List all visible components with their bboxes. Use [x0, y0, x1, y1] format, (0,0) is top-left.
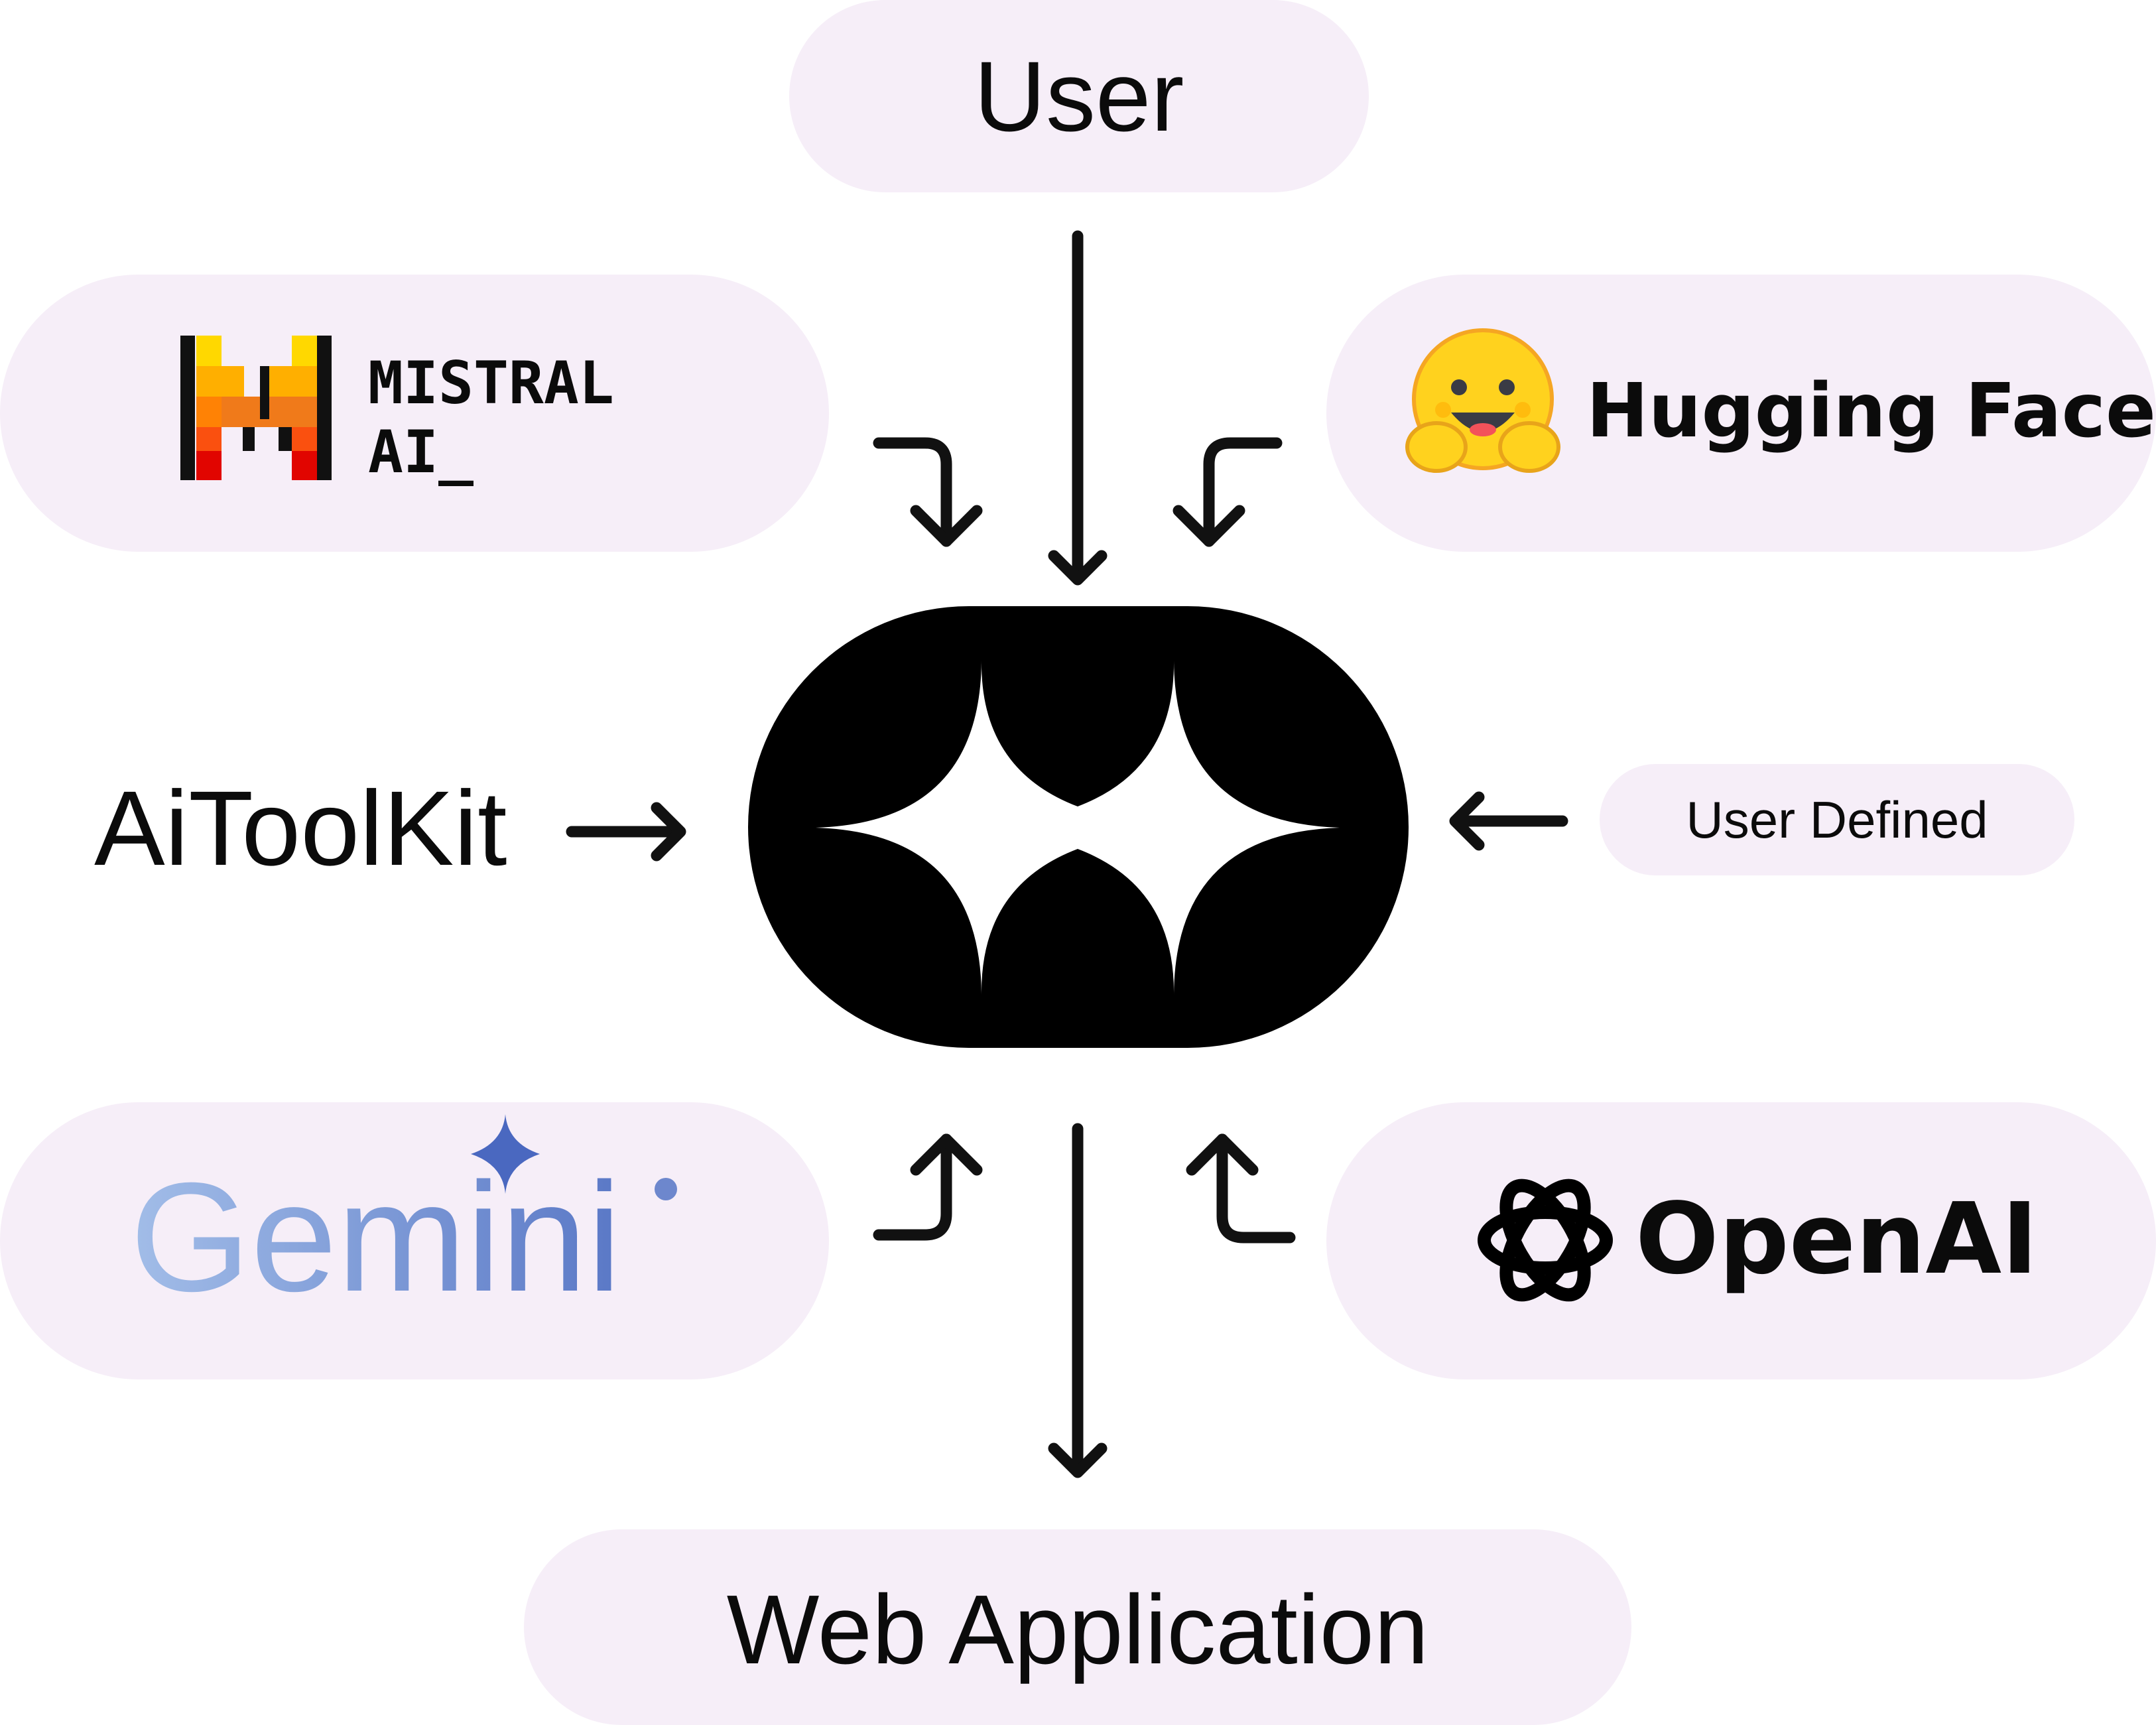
- arrow-user-to-core: [1048, 230, 1108, 586]
- arrow-openai-to-core: [1186, 1133, 1296, 1244]
- arrow-mistral-to-core: [873, 437, 983, 547]
- user-node: [789, 0, 1369, 192]
- mistral-logo-icon: [180, 336, 332, 480]
- web-application-label: Web Application: [726, 1575, 1429, 1685]
- mistral-label-line2: AI_: [368, 418, 474, 486]
- gemini-sparkle-icon: [471, 1114, 677, 1200]
- aitoolkit-label: AiToolKit: [94, 769, 507, 887]
- arrow-hugging-face-to-core: [1173, 437, 1283, 547]
- mistral-label-line1: MISTRAL: [368, 349, 614, 417]
- gemini-node: [0, 1102, 829, 1379]
- openai-node: [1326, 1102, 2156, 1379]
- gemini-label: Gemini: [130, 1150, 622, 1324]
- arrow-aitoolkit-to-core: [566, 802, 686, 862]
- hugging-face-emoji-icon: [1405, 328, 1560, 473]
- mistral-node: [0, 275, 829, 552]
- arrow-user-defined-to-core: [1449, 791, 1568, 851]
- user-defined-label: User Defined: [1686, 791, 1988, 849]
- mistral-label: MISTRAL AI_: [368, 349, 614, 487]
- arrow-core-to-web-application: [1048, 1123, 1108, 1478]
- openai-label: OpenAI: [1635, 1182, 2039, 1296]
- hugging-face-label: Hugging Face: [1586, 368, 2156, 454]
- web-application-node: [524, 1529, 1631, 1725]
- aitoolkit-sparkle-logo-icon: [748, 606, 1409, 1048]
- openai-logo-icon: [1478, 1179, 1613, 1302]
- arrow-gemini-to-core: [873, 1133, 983, 1241]
- user-defined-node: [1600, 764, 2074, 875]
- user-label: User: [974, 40, 1184, 152]
